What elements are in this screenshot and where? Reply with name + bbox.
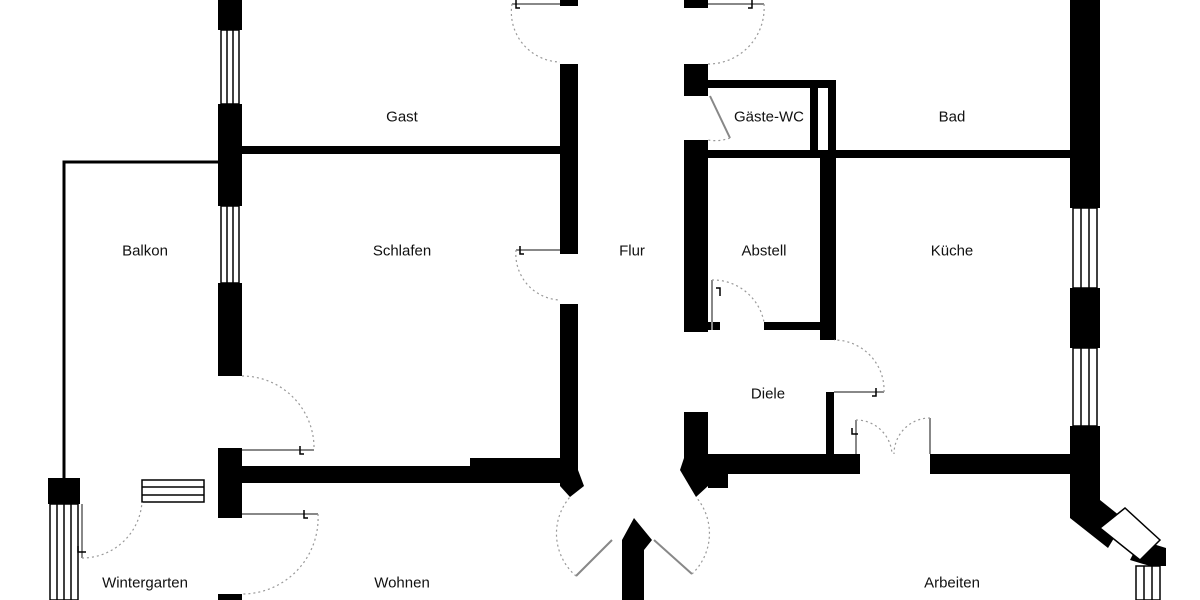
room-label-bad: Bad (938, 108, 966, 126)
room-label-gast: Gast (386, 108, 418, 126)
room-label-kueche: Küche (930, 242, 974, 260)
room-label-diele: Diele (750, 385, 786, 403)
room-label-arbeiten: Arbeiten (924, 574, 980, 592)
balcony-railing (62, 160, 218, 478)
room-label-wintergarten: Wintergarten (102, 574, 188, 592)
room-label-gaeste-wc: Gäste-WC (733, 108, 805, 126)
windows (49, 29, 1162, 600)
room-label-abstell: Abstell (741, 242, 787, 260)
door-leaves (81, 3, 931, 577)
room-label-schlafen: Schlafen (372, 242, 432, 260)
walls (48, 0, 1166, 600)
room-label-wohnen: Wohnen (374, 574, 430, 592)
door-handles (77, 0, 877, 553)
door-arcs (81, 3, 931, 595)
room-label-balkon: Balkon (122, 242, 168, 260)
room-label-flur: Flur (619, 242, 645, 260)
